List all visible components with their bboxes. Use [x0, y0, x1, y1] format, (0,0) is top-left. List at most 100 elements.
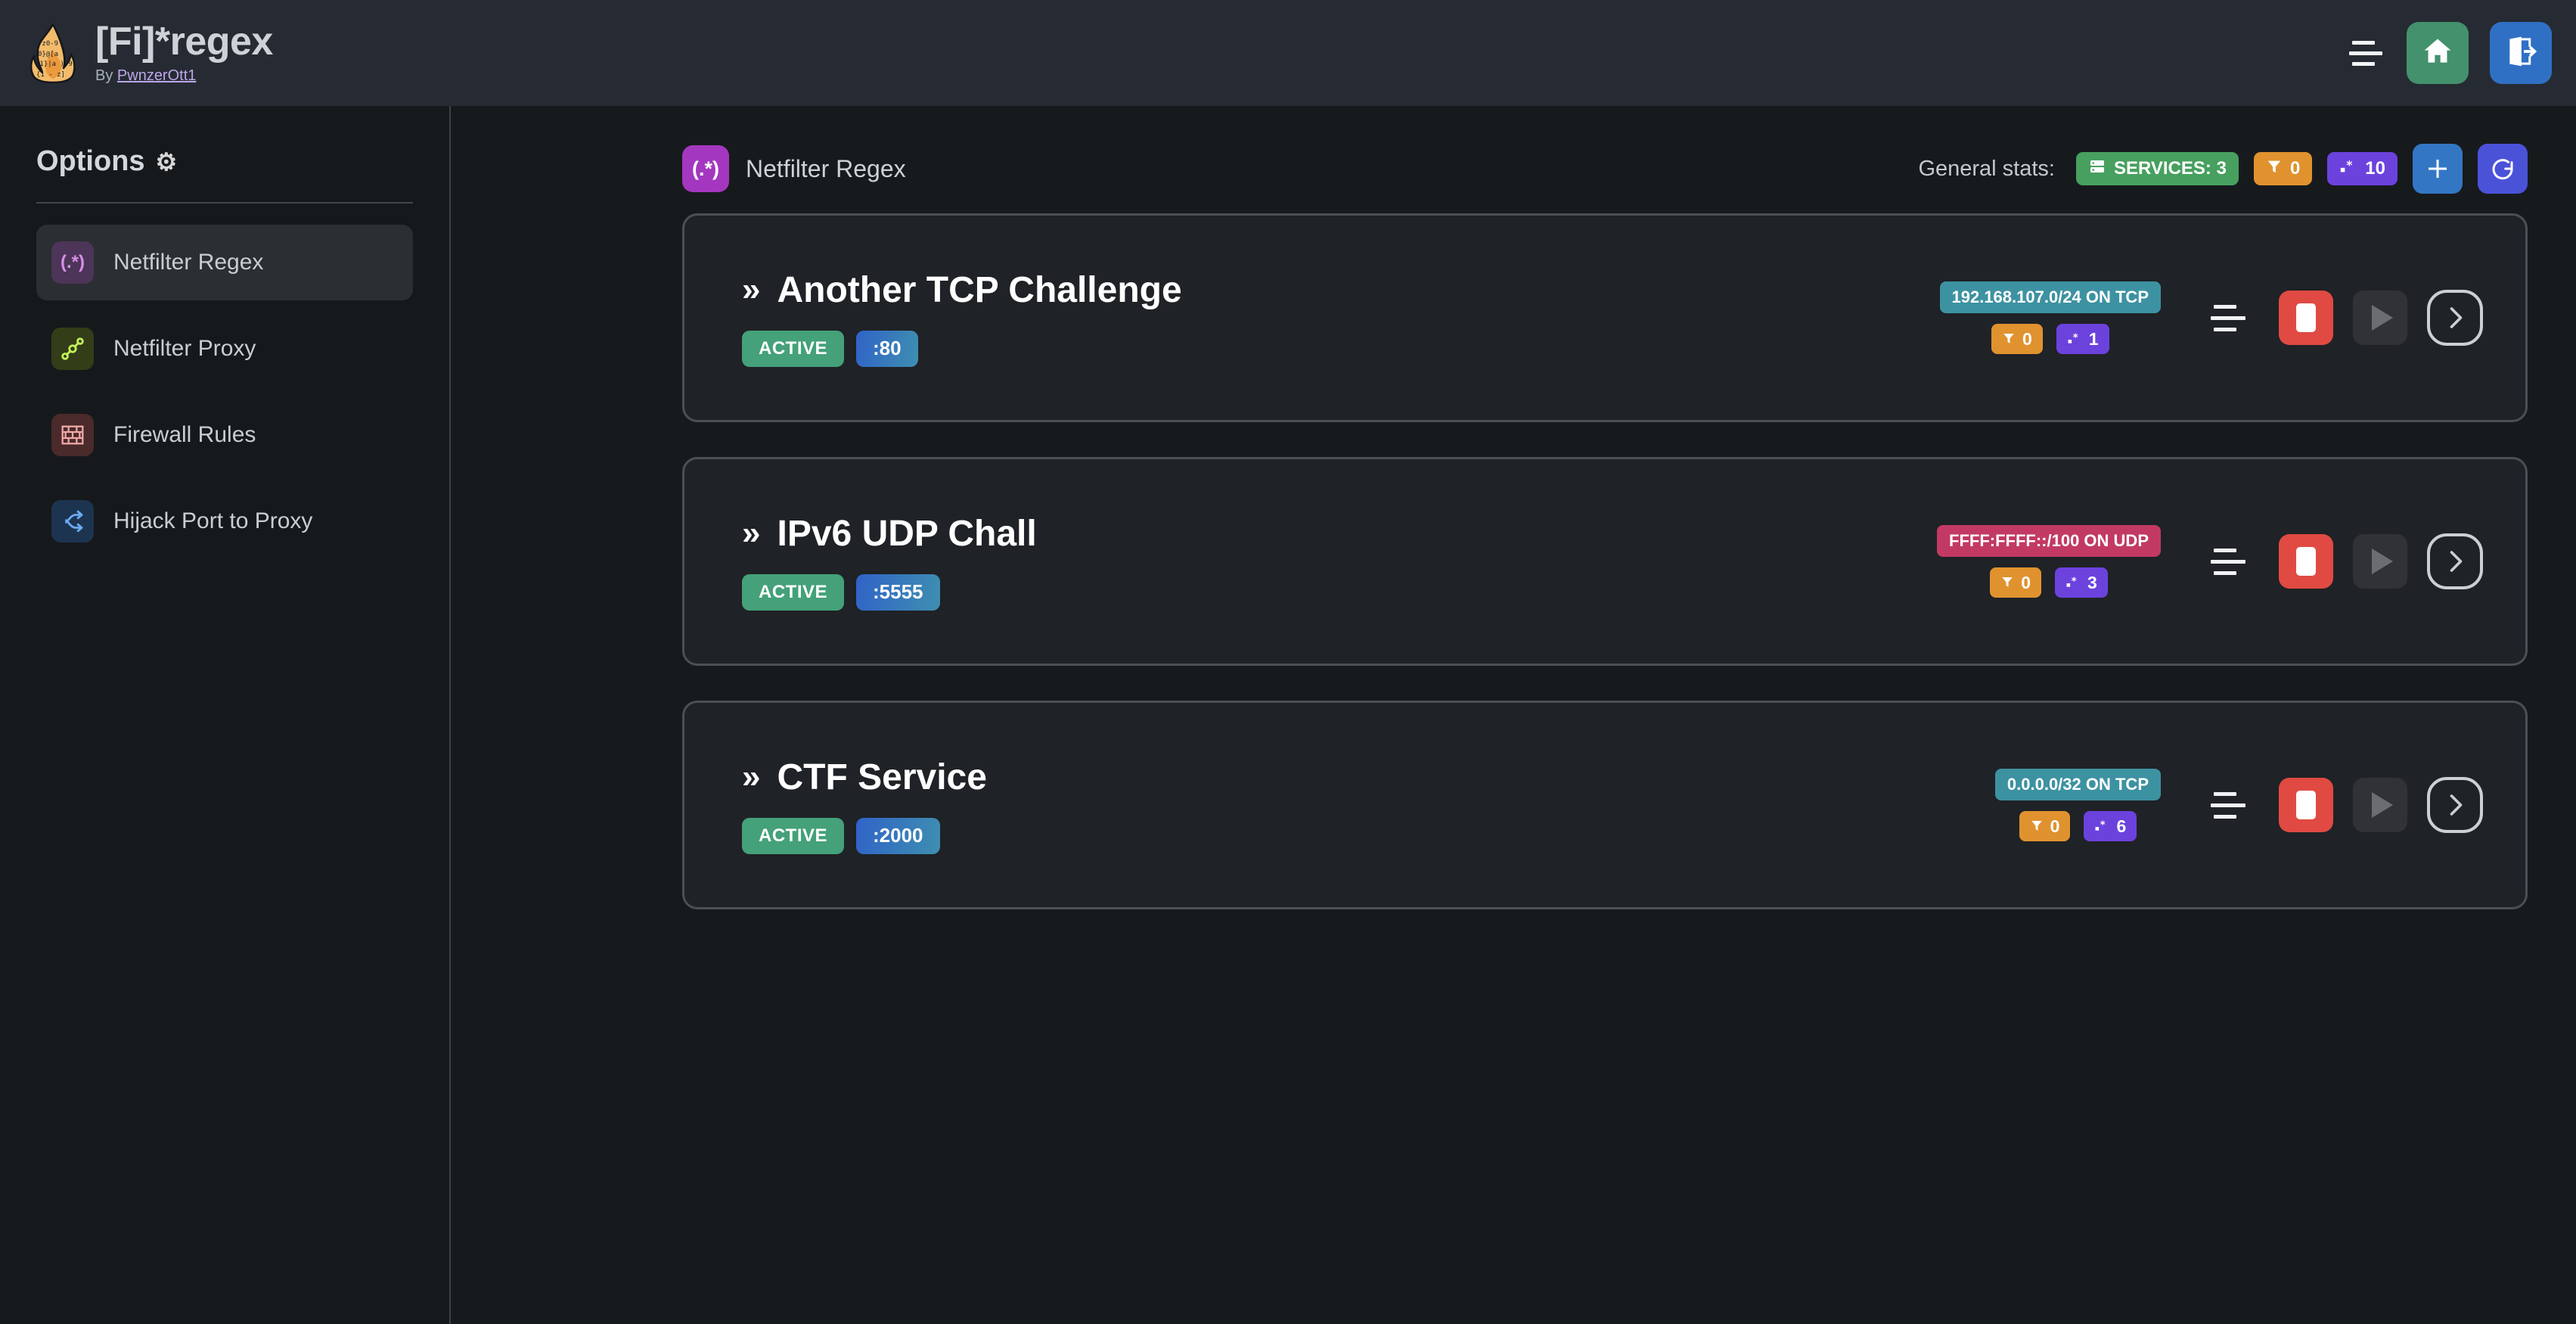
home-button[interactable] — [2407, 22, 2469, 84]
svg-text:{1 - z]: {1 - z] — [36, 71, 65, 79]
stop-service-button[interactable] — [2279, 534, 2333, 589]
refresh-button[interactable] — [2478, 144, 2528, 194]
app-title: [Fi]*regex — [95, 20, 273, 64]
svg-text:-z0-9: -z0-9 — [38, 40, 58, 48]
service-counters: 0 * 6 — [2019, 811, 2137, 841]
stat-regex-value: 10 — [2365, 158, 2385, 179]
service-info: » CTF Service ACTIVE :2000 — [742, 757, 987, 854]
svg-text:*: * — [2072, 332, 2078, 343]
service-card[interactable]: » IPv6 UDP Chall ACTIVE :5555 FFFF:FFFF:… — [682, 457, 2528, 666]
service-title: » IPv6 UDP Chall — [742, 513, 1037, 555]
main-content: (.*) Netfilter Regex General stats: SERV… — [451, 106, 2576, 1324]
regex-dot-star-icon: * — [2067, 329, 2082, 350]
sidebar-item-netfilter-regex[interactable]: (.*) Netfilter Regex — [36, 225, 413, 300]
author-link[interactable]: PwnzerOtt1 — [116, 67, 197, 84]
stop-service-button[interactable] — [2279, 291, 2333, 345]
regex-count-value: 6 — [2116, 816, 2127, 836]
start-service-button[interactable] — [2353, 778, 2407, 832]
open-service-button[interactable] — [2427, 533, 2483, 589]
home-icon — [2421, 35, 2454, 72]
service-card[interactable]: » Another TCP Challenge ACTIVE :80 192.1… — [682, 213, 2528, 422]
regex-count-badge[interactable]: * 3 — [2055, 567, 2108, 598]
proxy-icon — [51, 328, 94, 370]
chevron-right-icon — [2450, 551, 2463, 572]
gear-icon: ⚙ — [155, 148, 178, 176]
chevron-right-icon — [2450, 307, 2463, 328]
open-service-button[interactable] — [2427, 777, 2483, 833]
port-badge: :80 — [856, 330, 918, 367]
service-info: » IPv6 UDP Chall ACTIVE :5555 — [742, 513, 1037, 611]
play-icon — [2372, 305, 2393, 331]
flame-logo: -z0-9 0}@[a {1}|a )-9] {1 - z] — [27, 23, 79, 84]
double-chevron-icon: » — [742, 758, 761, 795]
funnel-icon — [2002, 329, 2016, 350]
by-prefix: By — [95, 67, 117, 84]
brick-wall-icon — [51, 414, 94, 456]
stop-icon — [2296, 547, 2316, 576]
regex-dot-star-icon: * — [2094, 816, 2109, 837]
regex-count-badge[interactable]: * 6 — [2084, 811, 2137, 841]
top-header-bar: -z0-9 0}@[a {1}|a )-9] {1 - z] [Fi]*rege… — [0, 0, 2576, 106]
service-name: IPv6 UDP Chall — [777, 513, 1037, 554]
play-icon — [2372, 792, 2393, 818]
service-name: Another TCP Challenge — [777, 269, 1182, 310]
sidebar-item-firewall-rules[interactable]: Firewall Rules — [36, 397, 413, 473]
fork-arrow-icon — [51, 500, 94, 542]
service-cards-list: » Another TCP Challenge ACTIVE :80 192.1… — [451, 197, 2576, 909]
regex-count-badge[interactable]: * 1 — [2056, 324, 2109, 354]
service-menu-icon[interactable] — [2208, 548, 2249, 575]
regex-icon: (.*) — [51, 241, 94, 284]
funnel-icon — [2266, 158, 2283, 180]
stop-icon — [2296, 303, 2316, 332]
filters-count-badge[interactable]: 0 — [1991, 324, 2043, 354]
service-badges: ACTIVE :2000 — [742, 817, 987, 854]
header-actions — [2346, 22, 2552, 84]
filters-count-badge[interactable]: 0 — [2019, 811, 2071, 841]
filters-count-value: 0 — [2021, 572, 2031, 592]
sidebar-item-label: Hijack Port to Proxy — [113, 508, 313, 533]
server-icon — [2088, 157, 2106, 181]
logout-button[interactable] — [2490, 22, 2552, 84]
page-identity: (.*) Netfilter Regex — [682, 145, 906, 192]
service-menu-icon[interactable] — [2208, 791, 2249, 819]
regex-count-value: 3 — [2087, 572, 2097, 592]
stop-icon — [2296, 791, 2316, 819]
stop-service-button[interactable] — [2279, 778, 2333, 832]
funnel-icon — [2030, 816, 2044, 837]
stat-services-label: SERVICES: 3 — [2113, 158, 2227, 179]
filters-count-badge[interactable]: 0 — [1990, 567, 2041, 598]
stat-regex-chip[interactable]: * 10 — [2327, 152, 2398, 185]
sidebar: Options ⚙ (.*) Netfilter Regex Netfilter… — [0, 106, 451, 1324]
regex-icon: (.*) — [682, 145, 729, 192]
svg-text:*: * — [2347, 159, 2353, 172]
start-service-button[interactable] — [2353, 534, 2407, 589]
sidebar-item-label: Firewall Rules — [113, 422, 256, 447]
sidebar-item-hijack-port-to-proxy[interactable]: Hijack Port to Proxy — [36, 483, 413, 559]
stat-services-chip[interactable]: SERVICES: 3 — [2075, 152, 2239, 185]
general-stats: General stats: SERVICES: 3 0 — [1918, 144, 2528, 194]
stat-filters-chip[interactable]: 0 — [2253, 152, 2313, 185]
network-badge: 192.168.107.0/24 ON TCP — [1939, 281, 2161, 313]
sidebar-item-label: Netfilter Regex — [113, 250, 264, 275]
status-badge: ACTIVE — [742, 817, 845, 854]
hamburger-icon[interactable] — [2346, 36, 2385, 70]
double-chevron-icon: » — [742, 514, 761, 552]
service-menu-icon[interactable] — [2208, 304, 2249, 331]
port-badge: :2000 — [856, 817, 940, 854]
stat-filters-value: 0 — [2289, 158, 2301, 179]
svg-text:*: * — [2072, 576, 2077, 587]
open-service-button[interactable] — [2427, 290, 2483, 346]
regex-dot-star-icon: * — [2339, 158, 2357, 179]
sidebar-item-netfilter-proxy[interactable]: Netfilter Proxy — [36, 311, 413, 387]
add-service-button[interactable] — [2413, 144, 2463, 194]
double-chevron-icon: » — [742, 271, 761, 308]
service-badges: ACTIVE :5555 — [742, 573, 1037, 611]
main-header: (.*) Netfilter Regex General stats: SERV… — [451, 106, 2576, 197]
service-controls: 192.168.107.0/24 ON TCP 0 — [1939, 281, 2483, 354]
service-counters: 0 * 1 — [1991, 324, 2109, 354]
service-network-info: FFFF:FFFF::/100 ON UDP 0 — [1937, 525, 2161, 598]
service-card[interactable]: » CTF Service ACTIVE :2000 0.0.0.0/32 ON… — [682, 701, 2528, 909]
page-title: Netfilter Regex — [746, 154, 906, 182]
start-service-button[interactable] — [2353, 291, 2407, 345]
service-badges: ACTIVE :80 — [742, 330, 1182, 367]
